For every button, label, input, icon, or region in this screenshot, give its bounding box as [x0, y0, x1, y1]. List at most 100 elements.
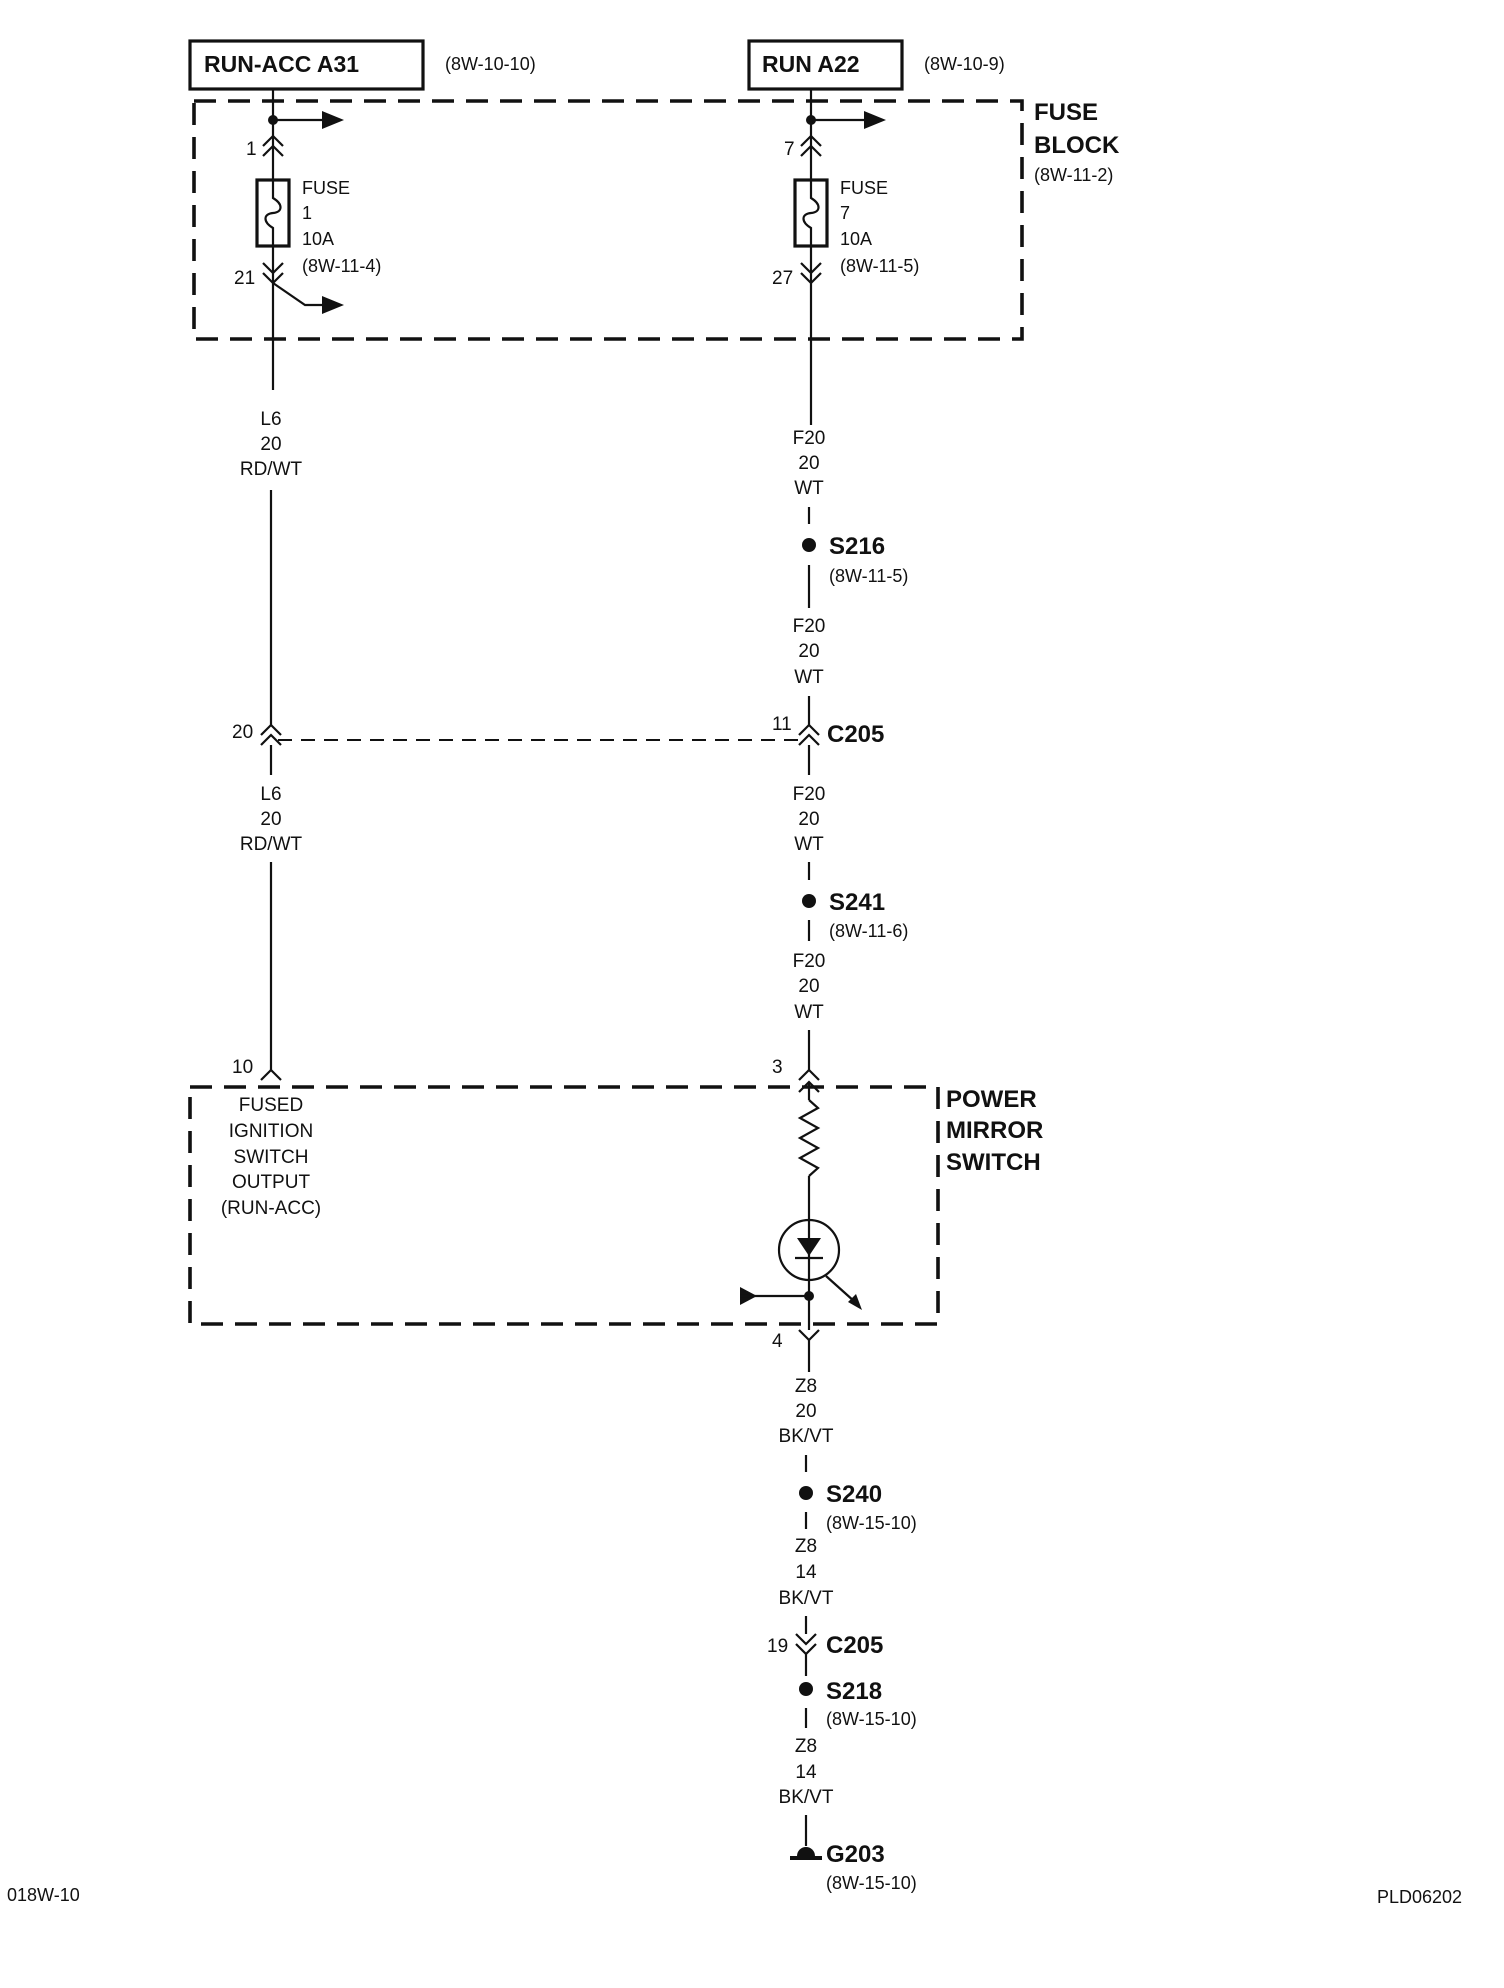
wire-branch [272, 282, 322, 307]
connector-pin-20: 20 [232, 722, 253, 743]
switch-input-label-1: FUSED [239, 1095, 303, 1116]
splice-dot [799, 1682, 813, 1696]
fuse-1-line-4: (8W-11-4) [302, 256, 381, 276]
fuse-1-line-1: FUSE [302, 178, 350, 198]
switch-input-label-5: (RUN-ACC) [221, 1198, 321, 1219]
fuse-1: 1 21 FUSE 1 10A (8W-11-4) [234, 111, 381, 390]
power-mirror-switch: POWER MIRROR SWITCH FUSED IGNITION SWITC… [188, 1080, 1043, 1352]
splice-dot [802, 894, 816, 908]
connector-c205-pin-icon [260, 723, 282, 746]
wire-gauge: 20 [795, 1401, 816, 1422]
fuse-7: 7 27 FUSE 7 10A (8W-11-5) [772, 111, 919, 425]
source-run-a22: RUN A22 (8W-10-9) [747, 39, 1005, 91]
switch-pin-10: 10 [232, 1057, 253, 1078]
wire-gauge: 20 [798, 453, 819, 474]
wire-color: WT [794, 667, 824, 688]
connector-pin-11: 11 [772, 714, 792, 735]
fuse-block-title-2: BLOCK [1034, 132, 1120, 159]
splice-dot [802, 538, 816, 552]
fuse-7-pin-in: 7 [784, 139, 795, 160]
wire-color: BK/VT [779, 1787, 834, 1808]
switch-pin-3: 3 [772, 1057, 783, 1078]
connector-pin-icon [260, 1068, 282, 1081]
wire-gauge: 20 [260, 434, 281, 455]
fuse-element-icon [264, 180, 282, 246]
fuse-block-title-1: FUSE [1034, 99, 1098, 126]
switch-title-3: SWITCH [946, 1149, 1041, 1176]
splice-dot [799, 1486, 813, 1500]
wire-code: F20 [793, 784, 826, 805]
fuse-1-pin-in: 1 [246, 139, 257, 160]
wire-gauge: 14 [795, 1762, 817, 1783]
wire-gauge: 20 [260, 809, 281, 830]
wire-gauge: 20 [798, 809, 819, 830]
fuse-7-line-1: FUSE [840, 178, 888, 198]
wire-color: WT [794, 1002, 824, 1023]
wire-code: L6 [260, 784, 281, 805]
footer-figure-code: PLD06202 [1377, 1887, 1462, 1907]
circuit-f20: F20 20 WT S216 (8W-11-5) F20 20 WT 11 C2… [772, 428, 908, 1081]
circuit-l6: L6 20 RD/WT 20 L6 20 RD/WT 10 [232, 409, 303, 1081]
splice-s218: S218 [826, 1678, 882, 1705]
switch-input-label-3: SWITCH [234, 1147, 309, 1168]
fuse-1-pin-out: 21 [234, 268, 255, 289]
arrow-right-icon [322, 296, 344, 314]
wire-color: RD/WT [240, 834, 303, 855]
splice-s216-ref: (8W-11-5) [829, 566, 908, 586]
fuse-7-line-3: 10A [840, 229, 872, 249]
connector-pin-icon [798, 1068, 820, 1081]
wire-gauge: 14 [795, 1562, 817, 1583]
arrow-right-icon [864, 111, 886, 129]
ground-g203-ref: (8W-15-10) [826, 1873, 917, 1893]
connector-female-icon [262, 134, 284, 157]
splice-s216: S216 [829, 533, 885, 560]
source-run-acc-a31: RUN-ACC A31 (8W-10-10) [188, 39, 536, 91]
fuse-7-line-2: 7 [840, 203, 850, 223]
switch-input-label-2: IGNITION [229, 1121, 313, 1142]
splice-s241: S241 [829, 889, 885, 916]
connector-c205-pin-icon [798, 723, 820, 746]
switch-input-label-4: OUTPUT [232, 1172, 311, 1193]
ground-g203: G203 [826, 1841, 885, 1868]
source-right-ref: (8W-10-9) [924, 54, 1005, 74]
fuse-7-line-4: (8W-11-5) [840, 256, 919, 276]
source-left-label: RUN-ACC A31 [204, 51, 359, 77]
wire-color: RD/WT [240, 459, 303, 480]
source-box-left [188, 39, 425, 91]
source-right-label: RUN A22 [762, 51, 860, 77]
wire-code: F20 [793, 428, 826, 449]
wire-color: BK/VT [779, 1426, 834, 1447]
circuit-z8: Z8 20 BK/VT S240 (8W-15-10) Z8 14 BK/VT … [767, 1340, 917, 1893]
wire-code: F20 [793, 616, 826, 637]
footer-page-code: 018W-10 [7, 1885, 80, 1905]
switch-title-1: POWER [946, 1086, 1037, 1113]
wire-code: Z8 [795, 1536, 817, 1557]
source-box-right [747, 39, 904, 91]
fuse-block-ref: (8W-11-2) [1034, 165, 1113, 185]
connector-male-icon [800, 262, 822, 285]
light-emission-icon [825, 1275, 856, 1303]
connector-c205: C205 [827, 721, 884, 748]
fuse-7-pin-out: 27 [772, 268, 793, 289]
wire-code: L6 [260, 409, 281, 430]
ground-icon [797, 1847, 815, 1856]
light-emission-arrowhead-icon [848, 1294, 862, 1310]
switch-title-2: MIRROR [946, 1117, 1043, 1144]
switch-outline [188, 1085, 940, 1326]
connector-female-icon [800, 134, 822, 157]
connector-pin-icon [798, 1329, 820, 1342]
splice-s218-ref: (8W-15-10) [826, 1709, 917, 1729]
wire-color: BK/VT [779, 1588, 834, 1609]
fuse-block-outline [192, 99, 1024, 341]
wire-code: F20 [793, 951, 826, 972]
wire-color: WT [794, 834, 824, 855]
fuse-1-line-2: 1 [302, 203, 312, 223]
splice-s241-ref: (8W-11-6) [829, 921, 908, 941]
fuse-block: FUSE BLOCK (8W-11-2) 1 21 FUSE 1 10A (8W… [192, 99, 1120, 425]
fuse-1-line-3: 10A [302, 229, 334, 249]
fuse-element-icon [802, 180, 820, 246]
wire-code: Z8 [795, 1376, 817, 1397]
connector-c205-ground: C205 [826, 1632, 883, 1659]
connector-c205-pin-icon [795, 1633, 817, 1656]
